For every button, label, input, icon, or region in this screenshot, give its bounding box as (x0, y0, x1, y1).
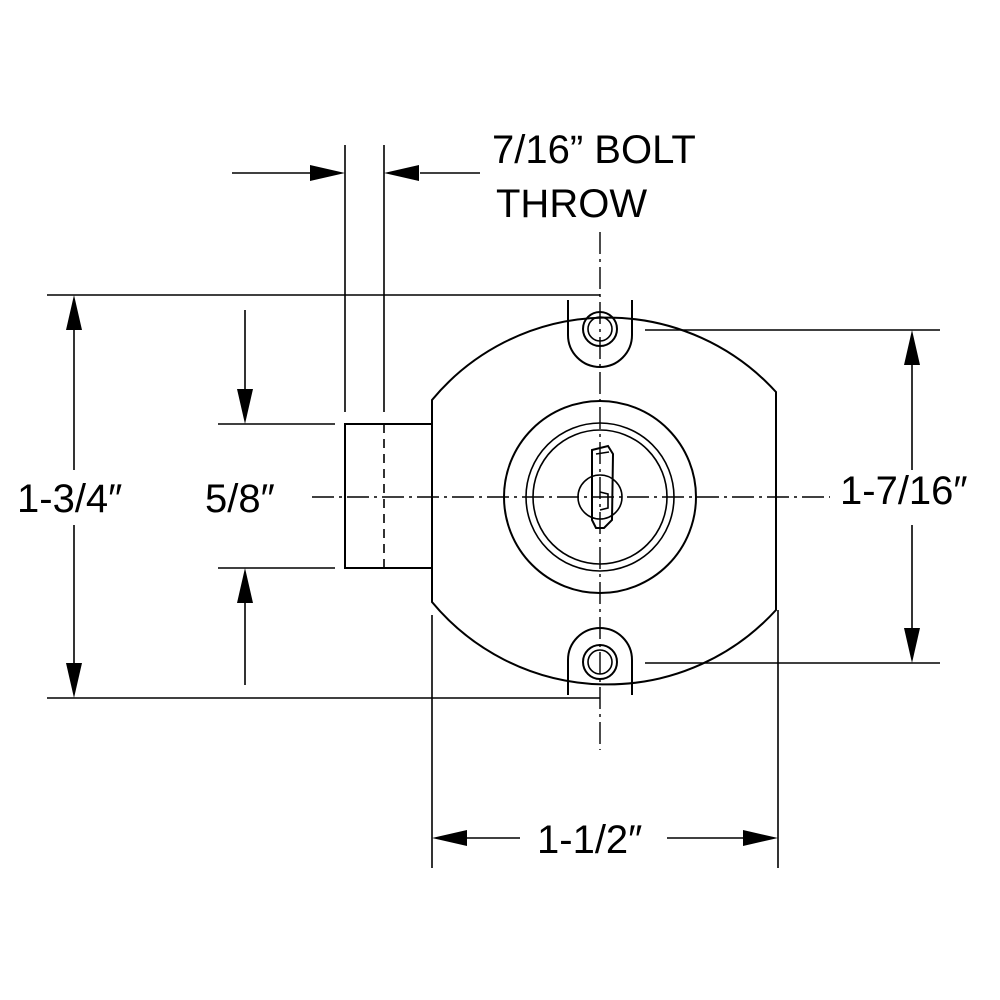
bolt-height-arrow-top (237, 389, 253, 424)
screw-spacing-label: 1-7/16″ (840, 469, 968, 513)
bolt-height-label: 5/8″ (205, 477, 275, 521)
lock-body-outline (431, 316, 777, 686)
bolt-throw-label-line2: THROW (496, 182, 648, 226)
bolt-throw-label-line1: 7/16” BOLT (492, 128, 696, 172)
screw-spacing-arrow-top (904, 330, 920, 365)
bolt-throw-arrow-left (310, 165, 345, 181)
screw-spacing-arrow-bottom (904, 628, 920, 663)
overall-height-arrow-bottom (66, 663, 82, 698)
body-width-label: 1-1/2″ (537, 818, 643, 862)
bolt-height-arrow-bottom (237, 568, 253, 603)
keyway-slot (591, 444, 615, 529)
overall-height-label: 1-3/4″ (17, 477, 123, 521)
body-width-arrow-right (743, 830, 778, 846)
body-width-arrow-left (432, 830, 467, 846)
bolt-outline (344, 423, 432, 569)
bolt-throw-arrow-right (384, 165, 419, 181)
overall-height-arrow-top (66, 295, 82, 330)
